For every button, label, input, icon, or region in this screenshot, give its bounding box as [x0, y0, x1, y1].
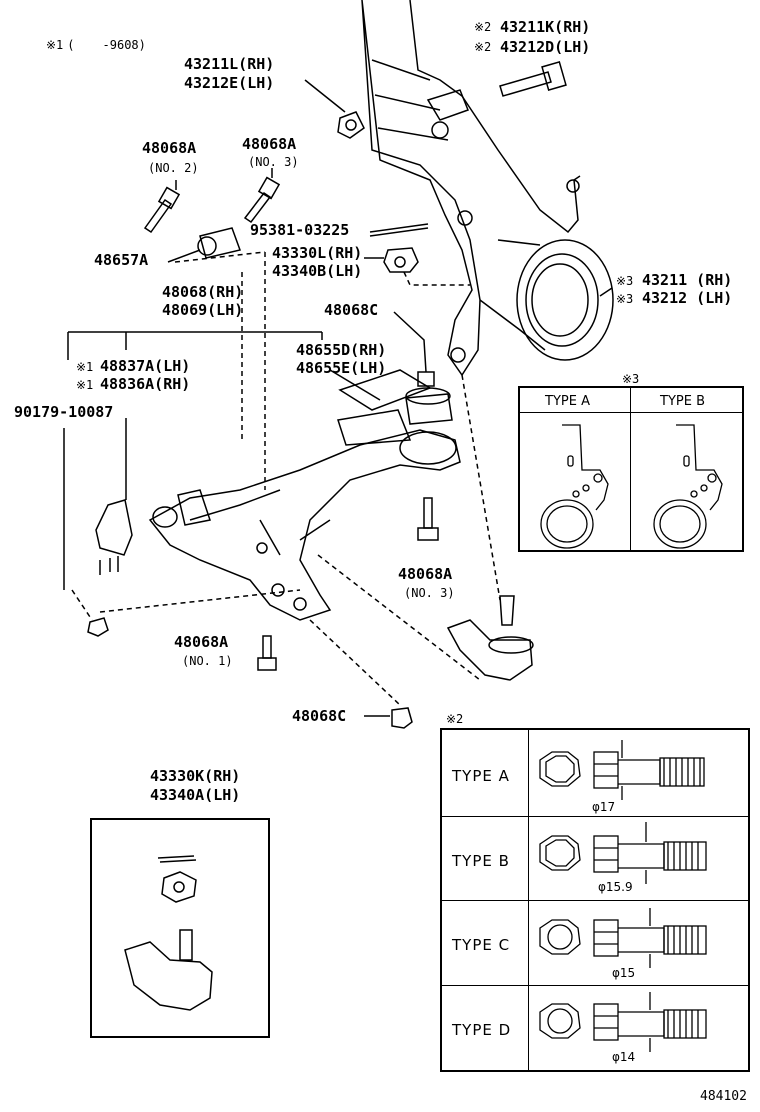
bushing-48657A [167, 227, 241, 263]
knuckle-type-a [540, 424, 609, 549]
label-48069LH: 48069(LH) [162, 301, 244, 319]
bolt-a [539, 740, 705, 800]
label-48068C-bottom: 48068C [292, 707, 347, 725]
label-48655E: 48655E(LH) [296, 359, 387, 377]
label-43340B: 43340B(LH) [272, 262, 363, 280]
mark-3: ※3 [616, 274, 634, 288]
type-b-header: TYPE B [660, 394, 705, 409]
label-48068RH: 48068(RH) [162, 283, 244, 301]
row-divider [440, 985, 750, 986]
label-48068A-no2: 48068A [142, 139, 197, 157]
knuckle-type-header-line [518, 412, 744, 413]
label-95381: 95381-03225 [250, 221, 350, 239]
row-divider [440, 816, 750, 817]
cotter-pin [369, 223, 429, 237]
label-43330L: 43330L(RH) [272, 244, 363, 262]
nut-43330L [364, 247, 419, 273]
bolt-type-a-label: TYPE A [452, 767, 510, 785]
nut-90179 [63, 428, 109, 637]
bolt-c [539, 908, 707, 968]
mark-2: ※2 [474, 20, 492, 34]
bolt-type-c-diameter: φ15 [612, 966, 636, 980]
nut-48068C-bottom [364, 707, 413, 729]
bolt-48068C-top [393, 311, 435, 387]
label-48655D: 48655D(RH) [296, 341, 387, 359]
label-43212D: 43212D(LH) [500, 38, 591, 56]
label-48068A-no2-sub: (NO. 2) [148, 161, 199, 175]
label-43340A: 43340A(LH) [150, 786, 241, 804]
label-43212: 43212 (LH) [642, 289, 733, 307]
bolt-48068A-no1 [257, 635, 277, 671]
bushing-48655 [329, 369, 453, 446]
mark-1: ※1 [76, 360, 94, 374]
ball-joint-box [90, 818, 270, 1038]
label-48068A-mid: 48068A [398, 565, 453, 583]
mark-1: ※1 [76, 378, 94, 392]
label-48068A-no3-sub: (NO. 3) [248, 155, 299, 169]
label-90179: 90179-10087 [14, 403, 114, 421]
ball-joint-43330K [124, 855, 213, 1011]
bolt-type-b-diameter: φ15.9 [598, 880, 633, 894]
bolt-type-d-diameter: φ14 [612, 1050, 636, 1064]
bolt-43211K [499, 61, 567, 97]
knuckle-type-divider [630, 386, 631, 552]
label-48657A: 48657A [94, 251, 149, 269]
label-43211L: 43211L(RH) [184, 55, 275, 73]
label-48068C-top: 48068C [324, 301, 379, 319]
mark-3: ※3 [616, 292, 634, 306]
ball-joint-43330 [446, 595, 534, 681]
bolt-48068A-mid [417, 497, 439, 541]
label-43211: 43211 (RH) [642, 271, 733, 289]
knuckle-type-box [518, 386, 744, 552]
diagram-id: 484102 [700, 1089, 747, 1104]
knuckle-type-b [653, 424, 723, 549]
bolt-type-c-label: TYPE C [452, 936, 511, 954]
bolt-48068A-no2 [143, 180, 181, 234]
row-divider [440, 900, 750, 901]
bolt-type-d-label: TYPE D [452, 1021, 512, 1039]
bracket-48068 [67, 331, 323, 360]
type-a-header: TYPE A [545, 394, 590, 409]
label-43330K: 43330K(RH) [150, 767, 241, 785]
label-48068A-no1-sub: (NO. 1) [182, 654, 233, 668]
bolt-d [539, 992, 707, 1052]
mark-2: ※2 [446, 712, 464, 726]
label-48068A-no1: 48068A [174, 633, 229, 651]
steering-knuckle [361, 0, 614, 377]
guide-lines [71, 251, 501, 706]
footnote-header: ※1(-9608) [46, 38, 146, 52]
label-48836A: 48836A(RH) [100, 375, 191, 393]
lower-control-arm [148, 429, 461, 621]
mark-2: ※2 [474, 40, 492, 54]
label-43212E: 43212E(LH) [184, 74, 275, 92]
label-43211K: 43211K(RH) [500, 18, 591, 36]
bracket-48837A [95, 418, 133, 575]
bolt-48068A-no3 [243, 168, 281, 224]
bolt-type-b-label: TYPE B [452, 852, 510, 870]
bolt-type-a-diameter: φ17 [592, 800, 616, 814]
mark-3: ※3 [622, 372, 640, 386]
nut-43211L [304, 79, 365, 139]
bolt-b [539, 822, 707, 884]
label-48837A: 48837A(LH) [100, 357, 191, 375]
label-48068A-mid-sub: (NO. 3) [404, 586, 455, 600]
label-48068A-no3: 48068A [242, 135, 297, 153]
leader-43211 [599, 287, 613, 297]
